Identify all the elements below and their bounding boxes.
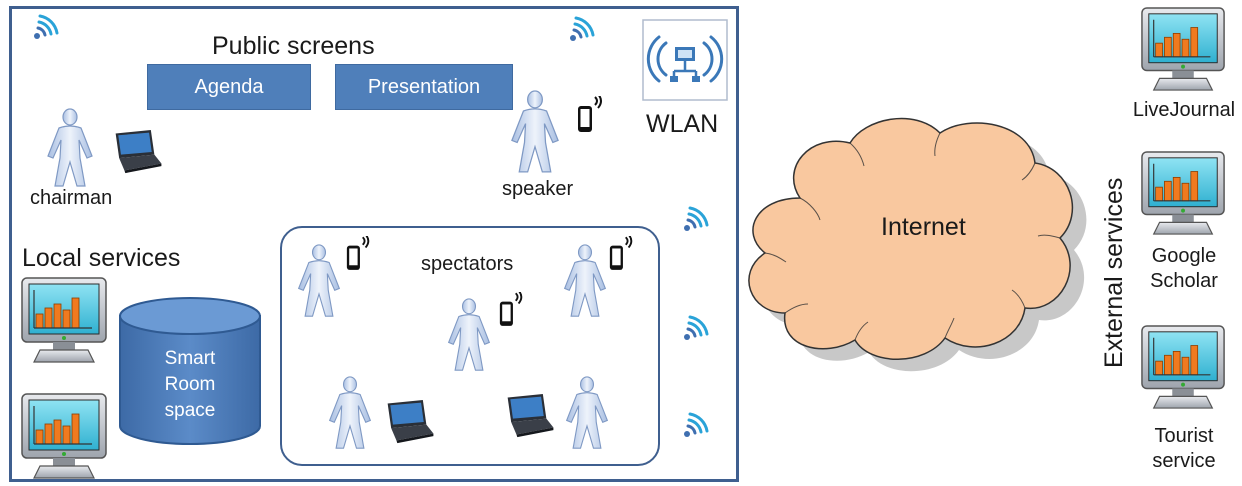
laptop-icon	[107, 130, 163, 174]
laptop-icon	[500, 394, 554, 438]
smart-room-boundary	[9, 6, 739, 482]
speaker-label: speaker	[502, 178, 574, 200]
google-scholar-label-line-1: Google	[1151, 245, 1217, 267]
monitor-chart-icon	[1140, 324, 1228, 412]
wifi-signal-icon	[680, 412, 710, 442]
spectator-person-icon	[292, 244, 346, 318]
agenda-screen: Agenda	[147, 64, 311, 110]
wifi-signal-icon	[680, 206, 710, 236]
phone-icon	[345, 236, 373, 274]
spectator-person-icon	[442, 298, 496, 372]
spectator-person-icon	[558, 244, 612, 318]
monitor-chart-icon	[20, 276, 110, 366]
wifi-signal-icon	[680, 315, 710, 345]
speaker-person-icon	[505, 90, 565, 174]
cloud-icon	[748, 117, 1087, 372]
chairman-label: chairman	[30, 187, 113, 209]
tourist-service-label-line-2: service	[1152, 450, 1216, 472]
smart-room-line-1: Smart	[164, 348, 216, 369]
phone-icon	[576, 96, 606, 136]
monitor-chart-icon	[20, 392, 110, 482]
wifi-signal-icon	[30, 14, 60, 44]
external-services-label: External services	[1100, 177, 1128, 368]
smart-room-line-2: Room	[164, 374, 216, 395]
google-scholar-label-line-2: Scholar	[1150, 270, 1218, 292]
spectators-area	[280, 226, 660, 466]
spectators-label: spectators	[421, 253, 514, 275]
smart-room-space-label: Smart Room space	[140, 346, 240, 424]
phone-icon	[498, 292, 526, 330]
wifi-signal-icon	[566, 16, 596, 46]
public-screens-label: Public screens	[212, 32, 375, 60]
chairman-person-icon	[40, 108, 100, 188]
presentation-screen-label: Presentation	[367, 75, 481, 98]
monitor-chart-icon	[1140, 150, 1228, 238]
smart-room-line-3: space	[164, 400, 216, 421]
monitor-chart-icon	[1140, 6, 1228, 94]
internet-label: Internet	[881, 213, 966, 241]
livejournal-label: LiveJournal	[1132, 99, 1236, 121]
wlan-label: WLAN	[646, 110, 719, 138]
spectator-person-icon	[323, 376, 377, 450]
database-cylinder-icon	[119, 297, 261, 445]
tourist-service-label-line-1: Tourist	[1154, 425, 1214, 447]
local-services-label: Local services	[22, 244, 181, 272]
spectator-person-icon	[560, 376, 614, 450]
agenda-screen-label: Agenda	[194, 75, 264, 98]
wlan-router-icon	[642, 19, 728, 101]
presentation-screen: Presentation	[335, 64, 513, 110]
laptop-icon	[380, 400, 434, 444]
phone-icon	[608, 236, 636, 274]
